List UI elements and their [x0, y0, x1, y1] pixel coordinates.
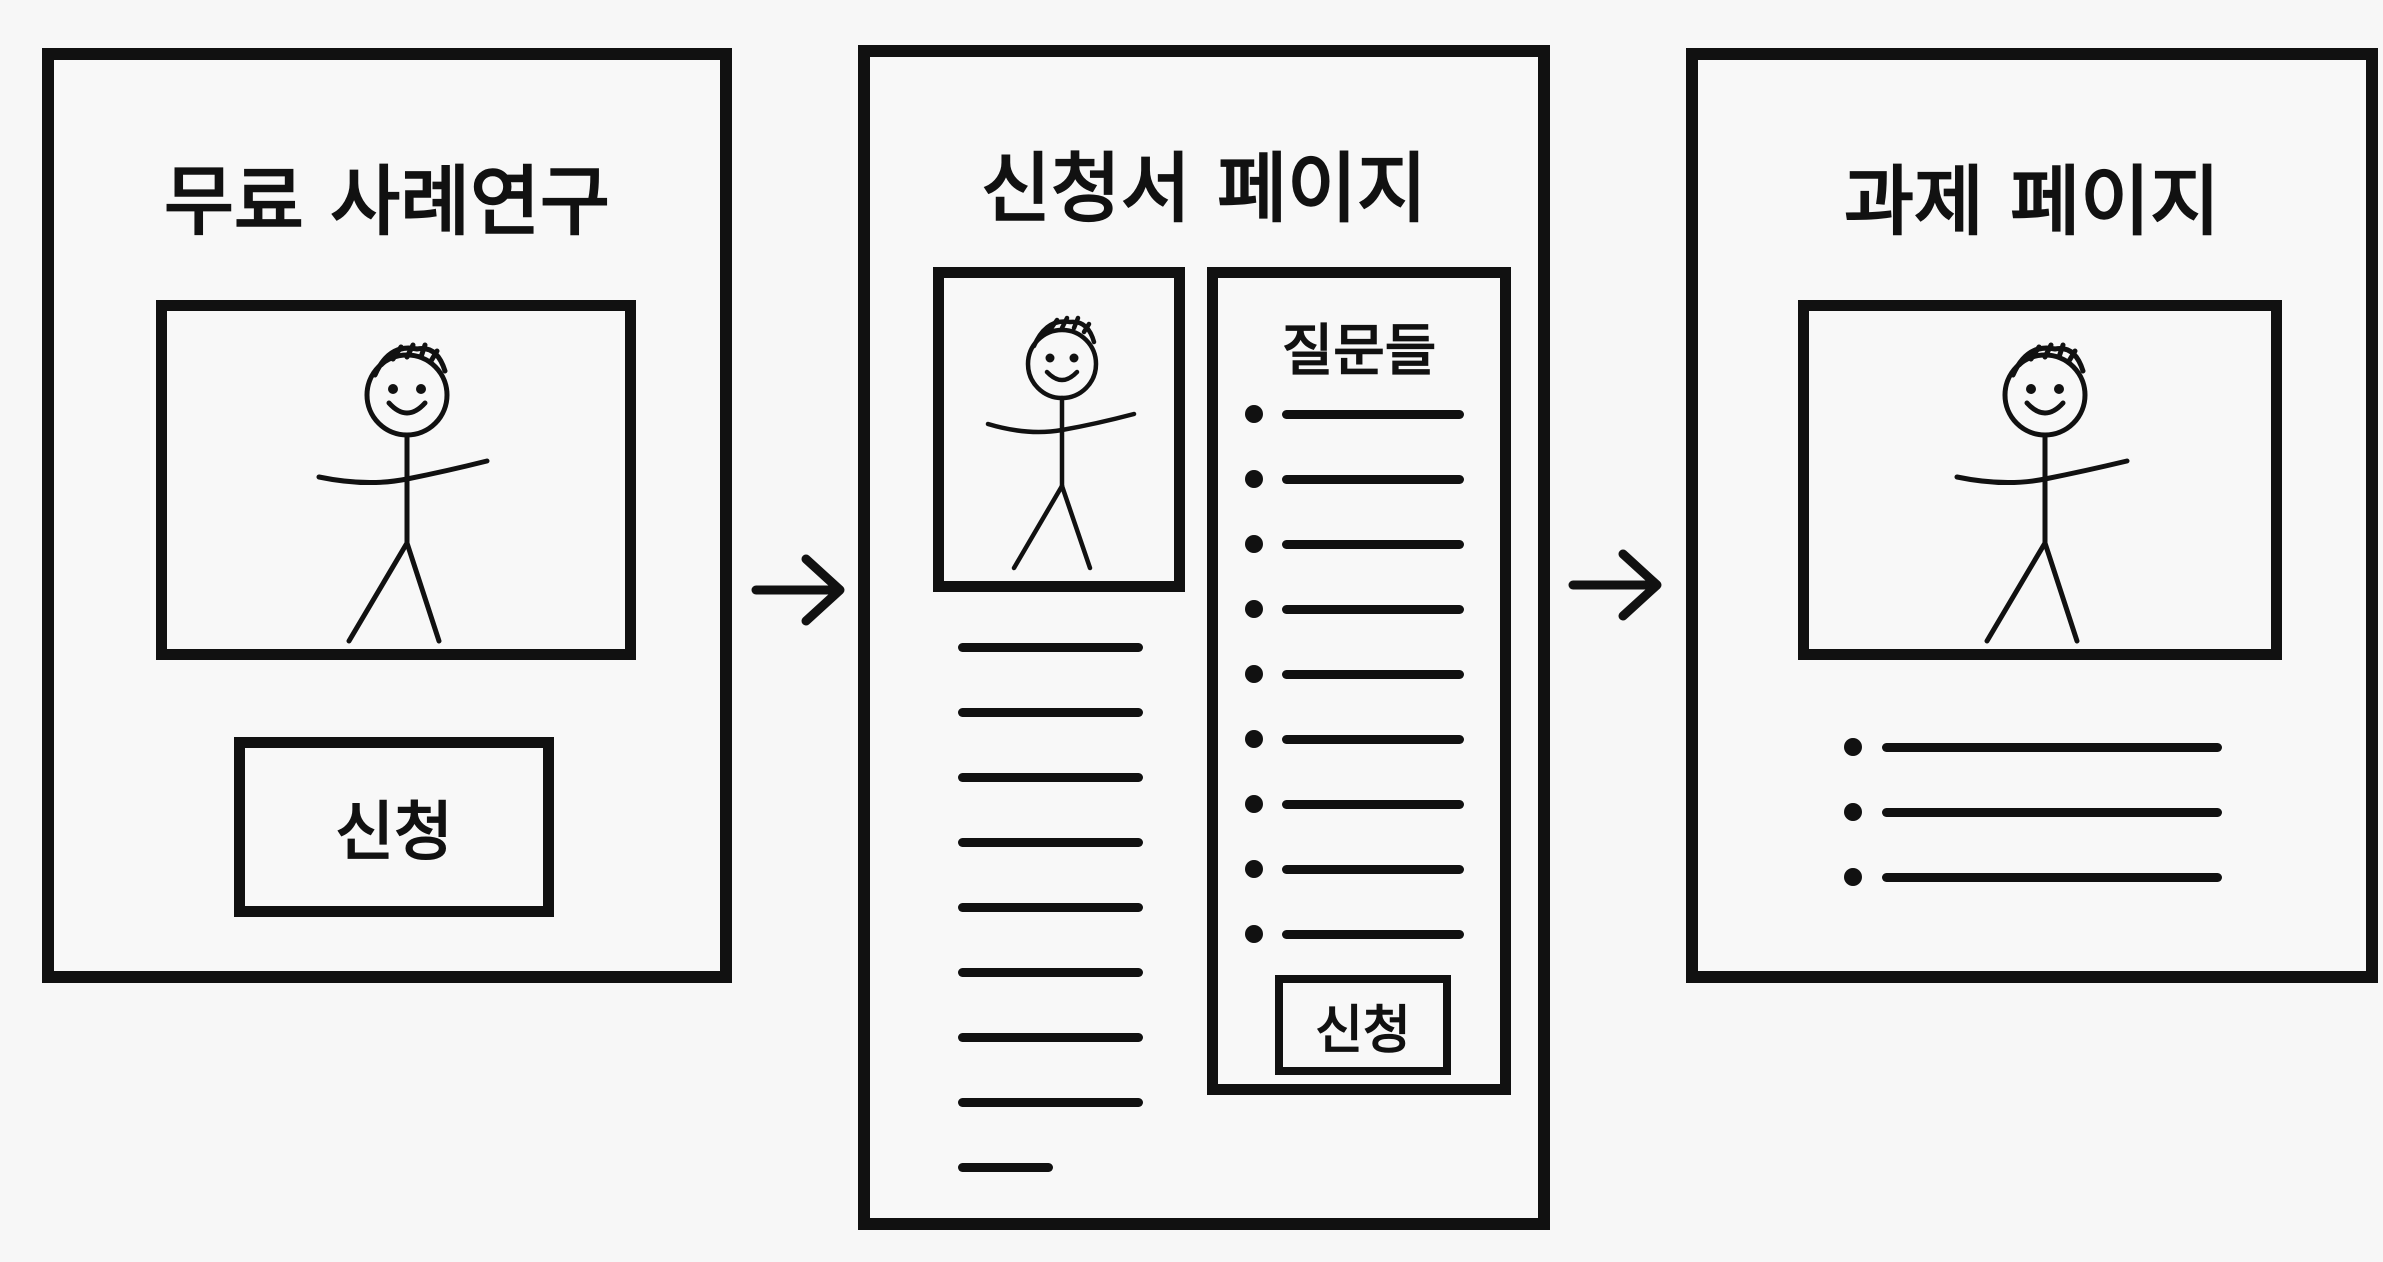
- text-line: [958, 968, 1143, 977]
- bullet-dot: [1245, 535, 1263, 553]
- bullet-dot: [1245, 795, 1263, 813]
- bullet-dot: [1844, 868, 1862, 886]
- question-line[interactable]: [1282, 800, 1464, 809]
- bullet-dot: [1245, 730, 1263, 748]
- question-line[interactable]: [1282, 930, 1464, 939]
- application-page-title: 신청서 페이지: [981, 144, 1427, 233]
- assignment-page-panel: 과제 페이지: [1686, 48, 2378, 983]
- question-line[interactable]: [1282, 865, 1464, 874]
- task-line[interactable]: [1882, 873, 2222, 882]
- text-line: [958, 838, 1143, 847]
- question-line[interactable]: [1282, 475, 1464, 484]
- text-line: [958, 903, 1143, 912]
- bullet-dot: [1245, 405, 1263, 423]
- questions-box: 질문들 신청: [1207, 267, 1511, 1095]
- text-line: [958, 708, 1143, 717]
- stick-figure-icon: [1954, 342, 2130, 644]
- free-case-study-panel: 무료 사례연구 신청: [42, 48, 732, 983]
- stick-figure-icon: [985, 315, 1137, 571]
- bullet-dot: [1844, 803, 1862, 821]
- video-frame: [1798, 300, 2282, 660]
- application-page-panel: 신청서 페이지 질문들: [858, 45, 1550, 1230]
- task-line[interactable]: [1882, 743, 2222, 752]
- questions-title: 질문들: [1281, 319, 1437, 384]
- profile-frame: [933, 267, 1185, 592]
- question-line[interactable]: [1282, 540, 1464, 549]
- question-line[interactable]: [1282, 735, 1464, 744]
- question-line[interactable]: [1282, 670, 1464, 679]
- submit-application-button[interactable]: 신청: [1275, 975, 1451, 1075]
- free-case-study-title: 무료 사례연구: [164, 157, 610, 246]
- text-line: [958, 643, 1143, 652]
- right-arrow-icon: [748, 545, 848, 635]
- apply-button[interactable]: 신청: [234, 737, 554, 917]
- text-line: [958, 1163, 1053, 1172]
- video-frame: [156, 300, 636, 660]
- question-line[interactable]: [1282, 605, 1464, 614]
- assignment-page-title: 과제 페이지: [1843, 157, 2221, 246]
- text-line: [958, 773, 1143, 782]
- bullet-dot: [1245, 665, 1263, 683]
- text-line: [958, 1098, 1143, 1107]
- task-line[interactable]: [1882, 808, 2222, 817]
- bullet-dot: [1245, 860, 1263, 878]
- bullet-dot: [1245, 600, 1263, 618]
- right-arrow-icon: [1565, 540, 1665, 630]
- text-line: [958, 1033, 1143, 1042]
- stick-figure-icon: [316, 342, 490, 644]
- bullet-dot: [1245, 470, 1263, 488]
- bullet-dot: [1844, 738, 1862, 756]
- question-line[interactable]: [1282, 410, 1464, 419]
- bullet-dot: [1245, 925, 1263, 943]
